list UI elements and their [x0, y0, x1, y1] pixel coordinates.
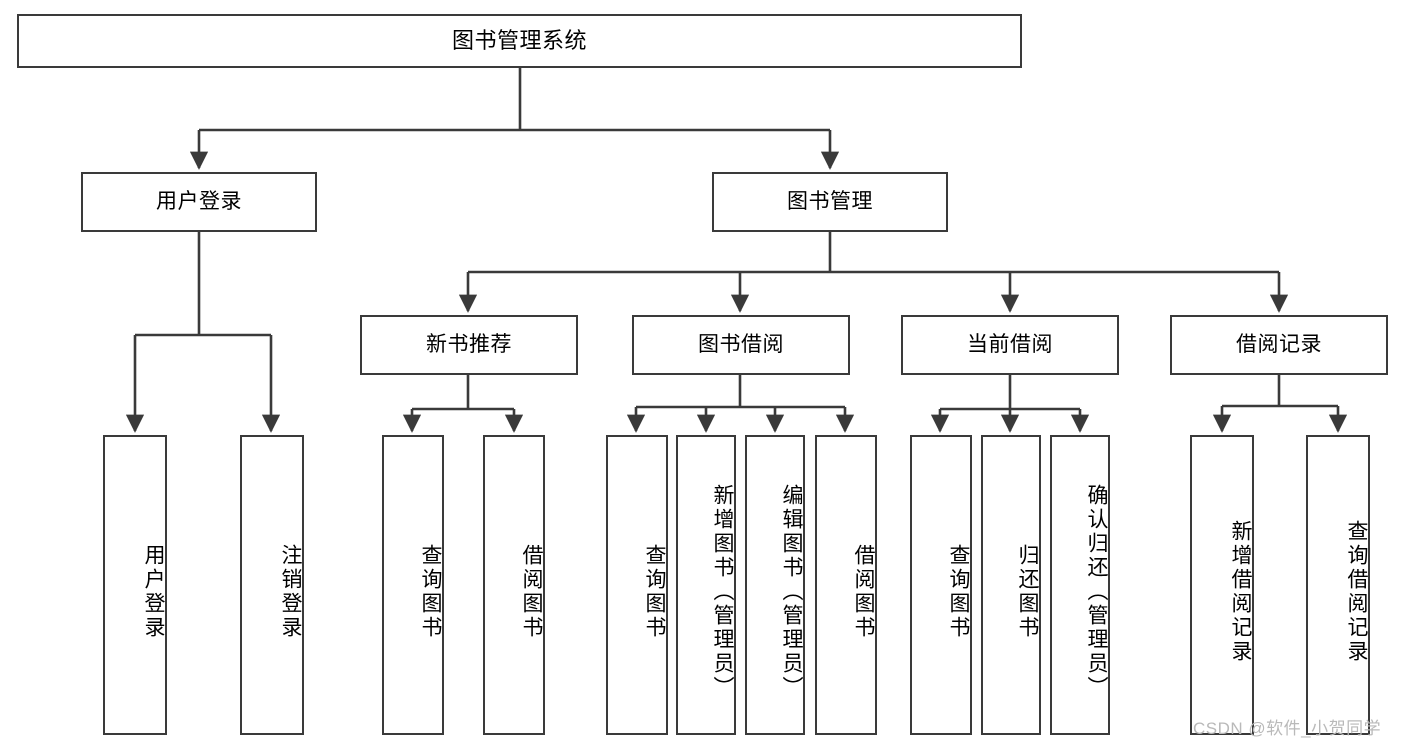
node-book-borrow[interactable]: 图书借阅	[632, 315, 850, 375]
leaf-label: 借阅图书	[852, 544, 875, 640]
node-leaf-query-record[interactable]: 查询借阅记录	[1306, 435, 1370, 735]
leaf-label: 归还图书	[1016, 544, 1039, 640]
leaf-label: 查询借阅记录	[1345, 520, 1368, 664]
node-borrow-record[interactable]: 借阅记录	[1170, 315, 1388, 375]
node-leaf-query-book-2[interactable]: 查询图书	[606, 435, 668, 735]
leaf-label: 新增图书（管理员）	[711, 484, 734, 700]
leaf-label: 新增借阅记录	[1229, 520, 1252, 664]
node-leaf-edit-book[interactable]: 编辑图书（管理员）	[745, 435, 805, 735]
node-leaf-return-book[interactable]: 归还图书	[981, 435, 1041, 735]
node-leaf-add-book[interactable]: 新增图书（管理员）	[676, 435, 736, 735]
leaf-label: 确认归还（管理员）	[1085, 484, 1108, 700]
node-leaf-borrow-book-1[interactable]: 借阅图书	[483, 435, 545, 735]
leaf-label: 用户登录	[142, 544, 165, 640]
node-current-borrow[interactable]: 当前借阅	[901, 315, 1119, 375]
node-leaf-query-book-3[interactable]: 查询图书	[910, 435, 972, 735]
node-leaf-query-book-1[interactable]: 查询图书	[382, 435, 444, 735]
node-leaf-confirm-return[interactable]: 确认归还（管理员）	[1050, 435, 1110, 735]
leaf-label: 注销登录	[279, 544, 302, 640]
node-leaf-add-record[interactable]: 新增借阅记录	[1190, 435, 1254, 735]
node-user-login[interactable]: 用户登录	[81, 172, 317, 232]
leaf-label: 编辑图书（管理员）	[780, 484, 803, 700]
leaf-label: 查询图书	[419, 544, 442, 640]
node-leaf-user-logout[interactable]: 注销登录	[240, 435, 304, 735]
csdn-watermark: CSDN @软件_小贺同学	[1193, 719, 1382, 738]
node-leaf-borrow-book-2[interactable]: 借阅图书	[815, 435, 877, 735]
node-leaf-user-login[interactable]: 用户登录	[103, 435, 167, 735]
leaf-label: 查询图书	[947, 544, 970, 640]
leaf-label: 借阅图书	[520, 544, 543, 640]
leaf-label: 查询图书	[643, 544, 666, 640]
node-book-manage[interactable]: 图书管理	[712, 172, 948, 232]
node-new-book-recommend[interactable]: 新书推荐	[360, 315, 578, 375]
node-root[interactable]: 图书管理系统	[17, 14, 1022, 68]
